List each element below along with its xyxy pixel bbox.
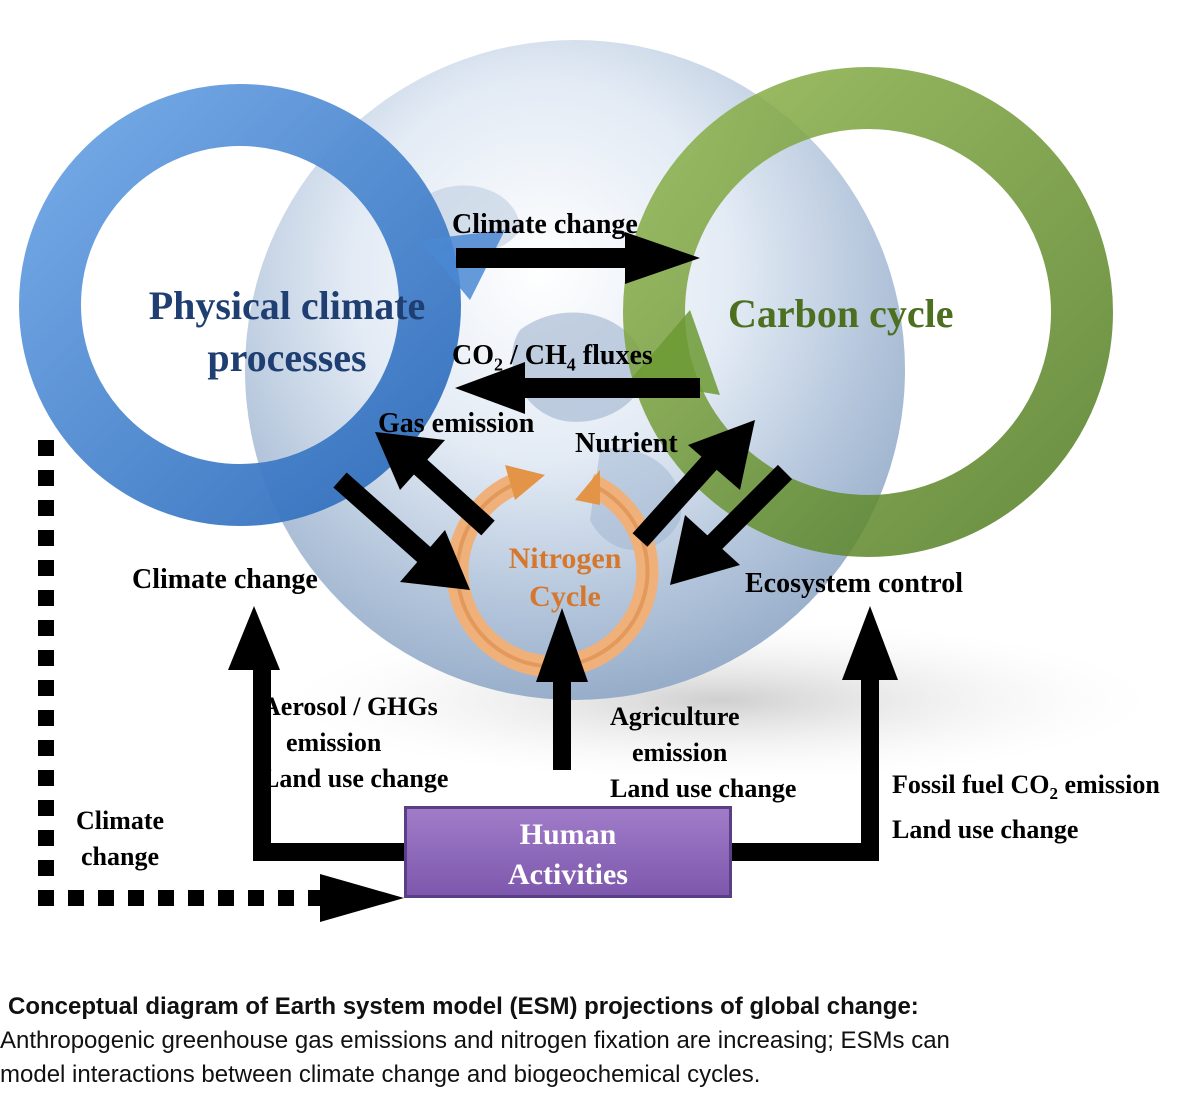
fossil-suffix: emission — [1057, 770, 1160, 799]
arrow-ecosystem-to-nitrogen — [670, 464, 793, 585]
aerosol-line1: Aerosol / GHGs — [262, 692, 438, 721]
esm-diagram — [19, 40, 1150, 922]
arrow-gas-emission — [375, 432, 495, 536]
caption-body-line1: Anthropogenic greenhouse gas emissions a… — [0, 1027, 950, 1054]
agri-line3: Land use change — [610, 774, 797, 803]
agriculture-driver-label: Agriculture emission Land use change — [610, 699, 796, 807]
dotted-line2: change — [81, 842, 159, 871]
nitrogen-label-line2: Cycle — [529, 580, 601, 613]
climate-change-node-label: Climate change — [132, 564, 318, 595]
nutrient-label: Nutrient — [575, 428, 678, 459]
fossil-fuel-driver-label: Fossil fuel CO2 emission Land use change — [892, 767, 1160, 848]
dotted-climate-change-label: Climate change — [60, 803, 180, 875]
dotted-line1: Climate — [75, 806, 165, 835]
human-to-climate-arrow — [228, 606, 404, 861]
human-to-ecosystem-arrow — [732, 606, 898, 861]
arrow-co2-fluxes — [455, 362, 700, 414]
physical-label-line1: Physical climate — [148, 283, 426, 328]
arrow-climate-to-nitrogen — [333, 472, 470, 590]
human-to-nitrogen-arrow — [536, 608, 588, 770]
human-line2: Activities — [508, 858, 628, 891]
physical-label-line2: processes — [207, 335, 367, 380]
aerosol-line3: Land use change — [262, 764, 449, 793]
ch4-sub: 4 — [566, 354, 576, 375]
figure-caption: Conceptual diagram of Earth system model… — [0, 990, 1200, 1092]
ecosystem-control-label: Ecosystem control — [745, 568, 963, 599]
physical-climate-label: Physical climate processes — [132, 280, 442, 384]
climate-change-top-label: Climate change — [452, 209, 638, 240]
aerosol-line2: emission — [286, 728, 382, 757]
fossil-line2: Land use change — [892, 815, 1079, 845]
caption-title: Conceptual diagram of Earth system model… — [8, 993, 919, 1020]
nitrogen-cycle-label: Nitrogen Cycle — [490, 540, 640, 616]
caption-body-line2: model interactions between climate chang… — [0, 1061, 761, 1088]
aerosol-driver-label: Aerosol / GHGs emission Land use change — [262, 689, 448, 797]
co2-sub: 2 — [494, 354, 503, 375]
carbon-cycle-loop — [623, 67, 1113, 557]
co2-suffix: fluxes — [575, 340, 653, 371]
co2-prefix: CO — [452, 340, 494, 371]
human-activities-box: Human Activities — [404, 806, 732, 898]
gas-emission-label: Gas emission — [378, 408, 535, 439]
nitrogen-label-line1: Nitrogen — [508, 542, 622, 575]
co2-mid: / CH — [503, 340, 567, 371]
co2-ch4-fluxes-label: CO2 / CH4 fluxes — [452, 342, 653, 374]
human-line1: Human — [519, 818, 617, 851]
fossil-sub: 2 — [1049, 784, 1058, 804]
arrow-climate-change-top — [456, 232, 700, 284]
dotted-climate-feedback — [38, 440, 404, 922]
fossil-prefix: Fossil fuel CO — [892, 770, 1050, 799]
carbon-cycle-label: Carbon cycle — [728, 291, 954, 336]
arrow-nutrient — [632, 420, 755, 547]
agri-line2: emission — [632, 738, 728, 767]
agri-line1: Agriculture — [610, 702, 740, 731]
